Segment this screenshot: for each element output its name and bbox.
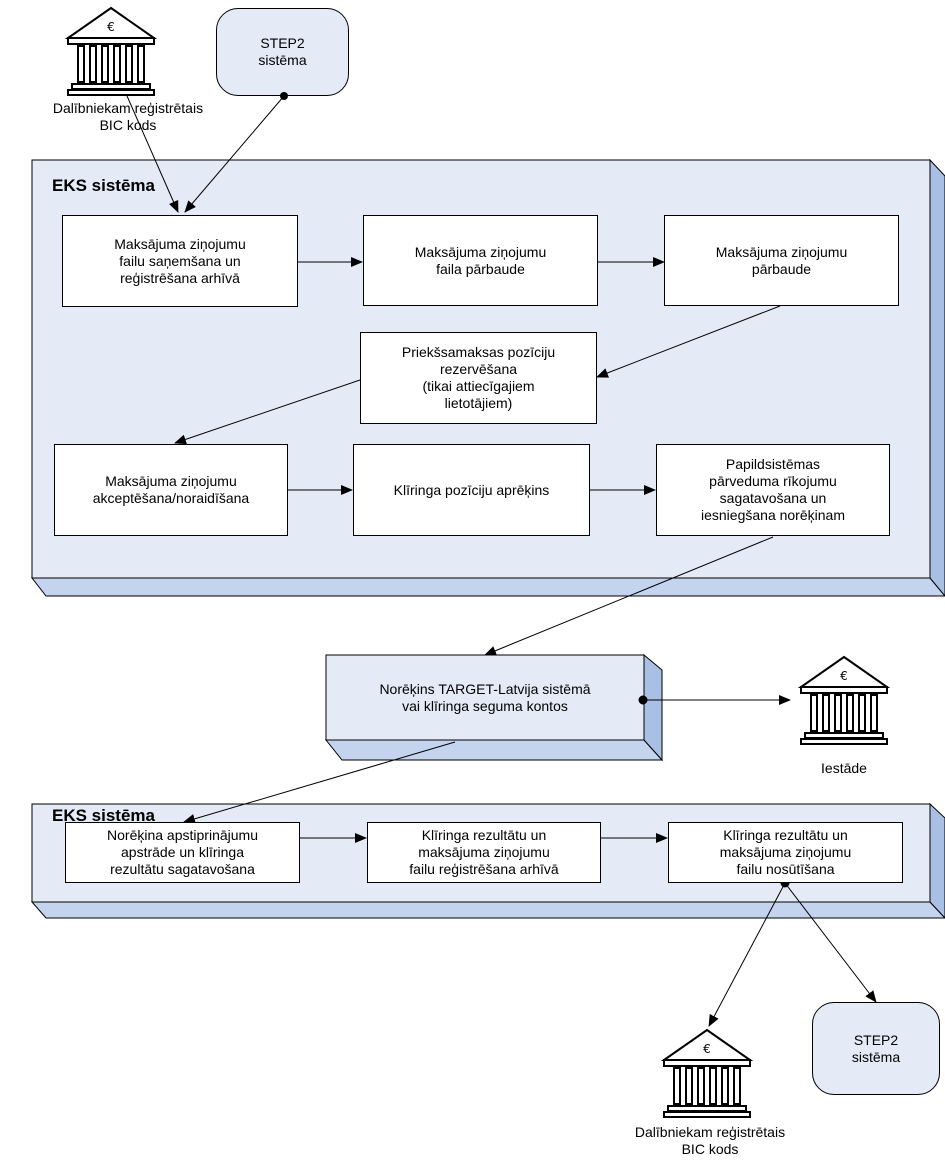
institution-bank-icon: € [797,655,891,747]
arrow-bank-to-receive [126,95,179,213]
connector-dot [638,695,648,705]
bottom-step2-system: STEP2 sistēma [812,1002,940,1095]
eks-title-1: EKS sistēma [52,176,155,195]
bottom-bank-label: Dalībniekam reģistrētais BIC kods [634,1124,786,1157]
euro-symbol: € [107,20,115,34]
flow-step-prepayment-reservation: Priekšsamaksas pozīciju rezervēšana (tik… [360,332,597,424]
flow-step-transfer-orders: Papildsistēmas pārveduma rīkojumu sagata… [656,444,890,536]
arrow-step2-to-receive [184,95,285,213]
flow-step-accept-reject: Maksājuma ziņojumu akceptēšana/noraidīša… [54,444,288,536]
arrow-to-confirmation [183,741,456,824]
institution-label: Iestāde [821,760,867,776]
eks-title-2: EKS sistēma [52,806,155,825]
top-step2-system: STEP2 sistēma [216,8,349,96]
top-bank-icon: € [64,6,158,98]
flow-step-file-check: Maksājuma ziņojumu faila pārbaude [363,215,598,306]
flow-step-clearing-positions: Klīringa pozīciju aprēķins [353,444,590,536]
arrow-to-reservation [596,305,781,378]
arrow-to-settlement [484,536,774,656]
settlement-box: Norēķins TARGET-Latvija sistēmā vai klīr… [379,680,591,714]
arrow-to-accept [174,379,361,445]
connector-dot [280,92,288,100]
arrow-to-bottom-bank [708,882,786,1027]
euro-symbol: € [840,669,848,683]
top-bank-label: Dalībniekam reģistrētais BIC kods [52,100,204,133]
arrow-to-bottom-step2 [784,882,877,1003]
euro-symbol: € [703,1042,711,1056]
flow-step-receive-files: Maksājuma ziņojumu failu saņemšana un re… [62,215,298,307]
connectors [126,95,877,1027]
bottom-step2-label: STEP2 sistēma [851,1031,901,1065]
flow-step-confirmation-processing: Norēķina apstiprinājumu apstrāde un klīr… [65,822,300,883]
settlement-box-shape [324,653,664,762]
flow-step-results-send: Klīringa rezultātu un maksājuma ziņojumu… [668,822,903,883]
top-step2-label: STEP2 sistēma [258,35,307,68]
flow-step-message-check: Maksājuma ziņojumu pārbaude [664,215,899,306]
flow-step-results-archive: Klīringa rezultātu un maksājuma ziņojumu… [367,822,601,883]
bottom-bank-icon: € [660,1028,754,1120]
